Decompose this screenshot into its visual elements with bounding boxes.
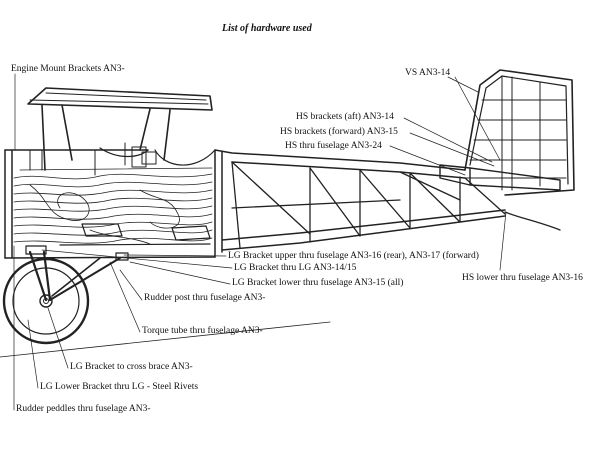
seat-detail: [59, 223, 211, 246]
fuselage-frame: [4, 149, 506, 259]
cowling-detail: [29, 142, 157, 176]
label-lg-lower-bracket: LG Lower Bracket thru LG - Steel Rivets: [40, 382, 199, 392]
cabane-and-wing-center: [27, 87, 213, 171]
label-rudderpost: Rudder post thru fuselage AN3-: [144, 293, 266, 303]
label-hs-lower-thru-fuselage: HS lower thru fuselage AN3-16: [462, 273, 583, 283]
label-torque-tube: Torque tube thru fuselage AN3-: [142, 326, 263, 336]
wood-grain-panel: [13, 167, 213, 245]
landing-gear: [2, 250, 121, 345]
ground-line: [0, 321, 331, 358]
label-hs-brackets-forward: HS brackets (forward) AN3-15: [280, 127, 398, 137]
horizontal-stabilizer: [439, 164, 561, 191]
label-lg-bracket-cross-brace: LG Bracket to cross brace AN3-: [70, 362, 193, 372]
label-hs-thru-fuselage: HS thru fuselage AN3-24: [285, 141, 382, 151]
cockpit-rear: [154, 149, 216, 166]
label-lg-bracket-lower: LG Bracket lower thru fuselage AN3-15 (a…: [232, 278, 404, 288]
label-rudder-peddles: Rudder peddles thru fuselage AN3-: [16, 404, 151, 414]
label-lg-bracket-thru-lg: LG Bracket thru LG AN3-14/15: [234, 263, 357, 273]
vertical-stabilizer: [464, 69, 575, 196]
truss-diagonals: [231, 161, 506, 249]
tail-skid: [504, 211, 561, 231]
leader-lines: [13, 73, 507, 411]
gear-brackets: [25, 245, 129, 261]
label-lg-bracket-upper: LG Bracket upper thru fuselage AN3-16 (r…: [228, 251, 479, 261]
diagram-title: List of hardware used: [222, 23, 312, 34]
label-engine-mount-brackets: Engine Mount Brackets AN3-: [11, 64, 125, 74]
label-vs: VS AN3-14: [405, 68, 451, 78]
label-hs-brackets-aft: HS brackets (aft) AN3-14: [296, 112, 394, 122]
